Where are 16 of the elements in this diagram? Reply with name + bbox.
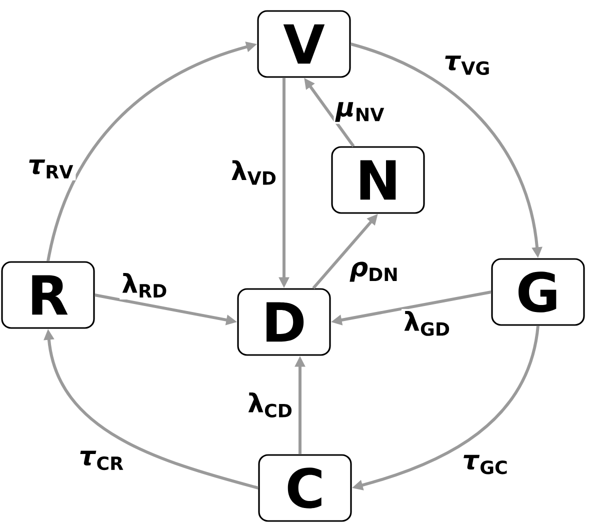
edge-label: λ$_{RD}$ <box>120 271 170 300</box>
edge-label: ρ$_{DN}$ <box>347 260 401 284</box>
edge-label: τ$_{RV}$ <box>26 157 76 180</box>
edge-label: τ$_{GC}$ <box>460 452 510 476</box>
state-box: G <box>491 258 585 326</box>
state-box: C <box>258 454 352 522</box>
edge-label: λ$_{VD}$ <box>228 158 279 187</box>
edge-label: τ$_{VG}$ <box>442 54 493 78</box>
state-box: R <box>1 261 95 329</box>
edge-label: μ$_{NV}$ <box>334 100 387 124</box>
state-box: V <box>257 10 351 78</box>
edge-label: λ$_{GD}$ <box>402 309 453 338</box>
edge-label: τ$_{CR}$ <box>76 448 126 472</box>
state-box: D <box>237 288 331 356</box>
edge-label: λ$_{CD}$ <box>246 390 295 420</box>
state-box: N <box>331 146 425 214</box>
